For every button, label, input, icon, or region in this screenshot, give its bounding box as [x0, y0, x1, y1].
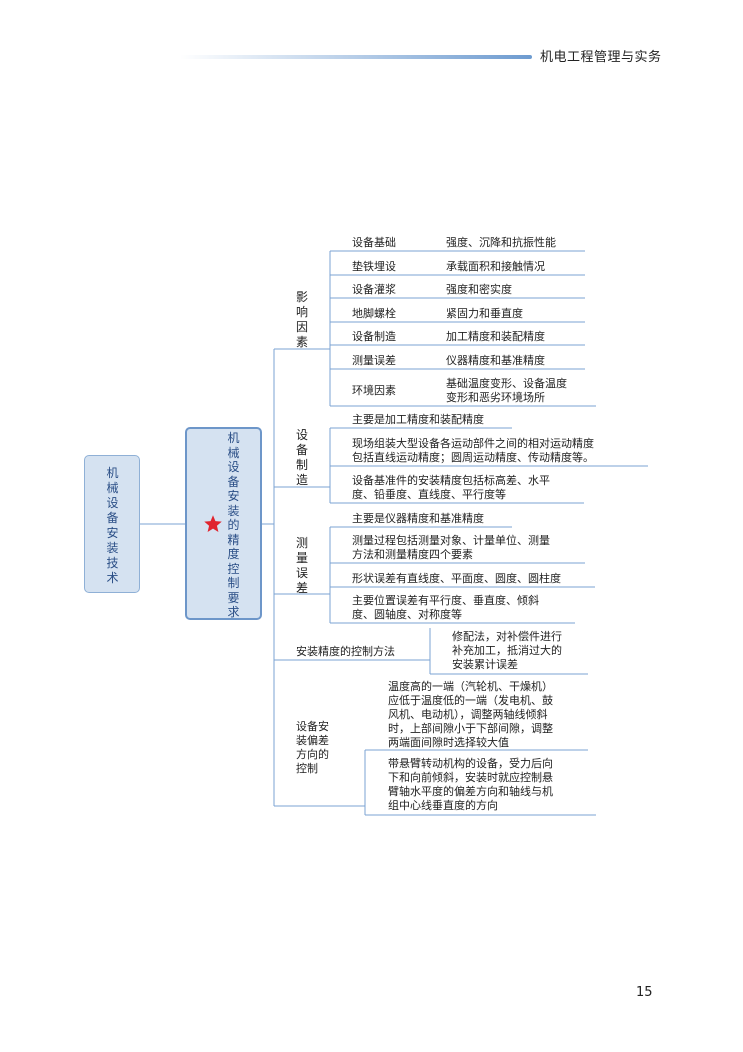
influence-item-desc: 加工精度和装配精度	[446, 330, 545, 343]
influence-item-name: 设备制造	[352, 330, 396, 343]
measurement-item: 测量过程包括测量对象、计量单位、测量 方法和测量精度四个要素	[352, 534, 550, 561]
branch-label-deviation: 设备安 装偏差 方向的 控制	[296, 720, 329, 775]
influence-item-desc: 强度和密实度	[446, 283, 512, 296]
influence-item-name: 地脚螺栓	[352, 307, 396, 320]
influence-item-name: 测量误差	[352, 354, 396, 367]
deviation-item: 带悬臂转动机构的设备，受力后向 下和向前倾斜，安装时就应控制悬 臂轴水平度的偏差…	[388, 757, 553, 812]
page-number: 15	[636, 985, 653, 1000]
manufacturing-item: 主要是加工精度和装配精度	[352, 413, 484, 426]
influence-item-desc: 承载面积和接触情况	[446, 260, 545, 273]
main-node-label: 机 械 设 备 安 装 的 精 度 控 制 要 求	[227, 431, 241, 619]
main-node: 机 械 设 备 安 装 的 精 度 控 制 要 求	[185, 427, 262, 620]
influence-item-desc: 基础温度变形、设备温度 变形和恶劣环境场所	[446, 377, 567, 404]
manufacturing-item: 设备基准件的安装精度包括标高差、水平 度、铅垂度、直线度、平行度等	[352, 474, 550, 501]
measurement-item: 主要位置误差有平行度、垂直度、倾斜 度、圆轴度、对称度等	[352, 594, 539, 621]
manufacturing-item: 现场组装大型设备各运动部件之间的相对运动精度 包括直线运动精度；圆周运动精度、传…	[352, 437, 594, 464]
measurement-item: 形状误差有直线度、平面度、圆度、圆柱度	[352, 572, 561, 585]
control-desc: 修配法，对补偿件进行 补充加工，抵消过大的 安装累计误差	[452, 630, 562, 671]
star-icon	[204, 515, 222, 532]
header-rule	[180, 55, 532, 59]
header-title: 机电工程管理与实务	[540, 50, 662, 65]
deviation-item: 温度高的一端（汽轮机、干燥机） 应低于温度低的一端（发电机、鼓 风机、电动机），…	[388, 680, 553, 749]
root-node-label: 机 械 设 备 安 装 技 术	[106, 466, 120, 585]
branch-label-influence: 影 响 因 素	[295, 290, 308, 349]
root-node: 机 械 设 备 安 装 技 术	[84, 455, 140, 593]
influence-item-name: 垫铁埋设	[352, 260, 396, 273]
branch-label-manufacturing: 设 备 制 造	[295, 428, 308, 487]
branch-label-control: 安装精度的控制方法	[296, 645, 395, 658]
branch-label-measurement: 测 量 误 差	[295, 536, 308, 595]
measurement-item: 主要是仪器精度和基准精度	[352, 512, 484, 525]
influence-item-desc: 仪器精度和基准精度	[446, 354, 545, 367]
influence-item-name: 设备基础	[352, 236, 396, 249]
influence-item-desc: 强度、沉降和抗振性能	[446, 236, 556, 249]
influence-item-name: 设备灌浆	[352, 283, 396, 296]
influence-item-name: 环境因素	[352, 384, 396, 397]
influence-item-desc: 紧固力和垂直度	[446, 307, 523, 320]
